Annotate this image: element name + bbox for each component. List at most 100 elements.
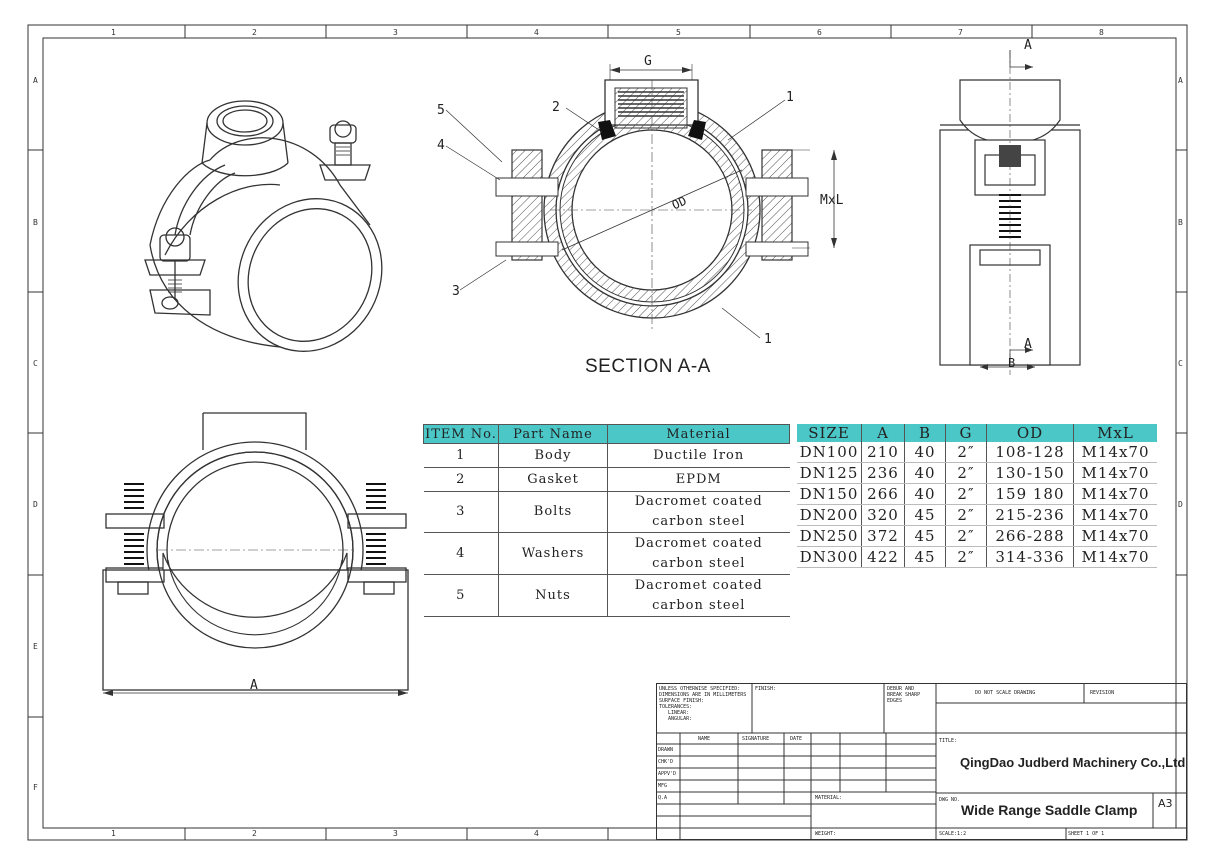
- b-cell: 40: [904, 462, 946, 484]
- zone-bottom-2: 2: [252, 829, 257, 838]
- callout-1-top: 1: [786, 90, 794, 105]
- zone-right-c: C: [1178, 359, 1183, 368]
- mxl-cell: M14x70: [1073, 546, 1157, 568]
- part-material: Dacromet coated carbon steel: [607, 574, 790, 617]
- mxl-cell: M14x70: [1073, 504, 1157, 526]
- size-cell: DN300: [797, 546, 862, 568]
- parts-header-material: Material: [607, 424, 790, 444]
- zone-top-7: 7: [958, 28, 963, 37]
- od-cell: 130-150: [986, 462, 1074, 484]
- part-name: Nuts: [498, 574, 608, 617]
- callout-2: 2: [552, 100, 560, 115]
- part-material: Ductile Iron: [607, 443, 790, 468]
- table-row: DN150 266 40 2″ 159 180 M14x70: [797, 483, 1157, 505]
- od-cell: 266-288: [986, 525, 1074, 547]
- section-a-marker-top: A: [1024, 38, 1032, 53]
- b-cell: 40: [904, 442, 946, 463]
- g-cell: 2″: [945, 462, 987, 484]
- size-header-mxl: MxL: [1073, 424, 1157, 442]
- section-title: SECTION A-A: [585, 356, 711, 377]
- scale-label: SCALE:1:2: [939, 831, 967, 837]
- zone-top-6: 6: [817, 28, 822, 37]
- part-name: Washers: [498, 532, 608, 575]
- company-name: QingDao Judberd Machinery Co.,Ltd: [960, 755, 1186, 770]
- od-cell: 215-236: [986, 504, 1074, 526]
- zone-top-4: 4: [534, 28, 539, 37]
- zone-top-2: 2: [252, 28, 257, 37]
- size-cell: DN150: [797, 483, 862, 505]
- item-number: 4: [423, 532, 499, 575]
- part-name: Body: [498, 443, 608, 468]
- size-header-b: B: [904, 424, 946, 442]
- material-line: Ductile Iron: [653, 447, 745, 463]
- material-line: Dacromet coated: [634, 494, 763, 509]
- size-cell: DN200: [797, 504, 862, 526]
- revision-label: REVISION: [1090, 690, 1115, 696]
- material-line: EPDM: [675, 471, 722, 487]
- zone-right-b: B: [1178, 218, 1183, 227]
- a-cell: 422: [861, 546, 905, 568]
- table-row: DN200 320 45 2″ 215-236 M14x70: [797, 504, 1157, 526]
- item-number: 2: [423, 467, 499, 492]
- item-number: 3: [423, 491, 499, 533]
- mxl-cell: M14x70: [1073, 483, 1157, 505]
- size-header-size: SIZE: [797, 424, 862, 442]
- od-cell: 159 180: [986, 483, 1074, 505]
- item-number: 1: [423, 443, 499, 468]
- b-cell: 45: [904, 546, 946, 568]
- do-not-scale-note: DO NOT SCALE DRAWING: [975, 690, 1036, 696]
- table-row: 2 Gasket EPDM: [423, 467, 790, 492]
- drawing-name: Wide Range Saddle Clamp: [961, 802, 1138, 818]
- mxl-dimension-fix: [831, 150, 837, 248]
- title-block-grid: [656, 683, 1187, 840]
- size-cell: DN125: [797, 462, 862, 484]
- zone-bottom-4: 4: [534, 829, 539, 838]
- parts-header-item: ITEM No.: [423, 424, 499, 444]
- tolerance-notes: UNLESS OTHERWISE SPECIFIED: DIMENSIONS A…: [659, 686, 747, 722]
- col-date-header: DATE: [790, 736, 803, 742]
- zone-left-a: A: [33, 76, 38, 85]
- item-number: 5: [423, 574, 499, 617]
- callout-4: 4: [437, 138, 445, 153]
- zone-left-e: E: [33, 642, 38, 651]
- table-row: DN100 210 40 2″ 108-128 M14x70: [797, 442, 1157, 463]
- sheet-label: SHEET 1 OF 1: [1068, 831, 1105, 837]
- b-cell: 45: [904, 504, 946, 526]
- b-dimension-label: B: [1008, 356, 1016, 370]
- b-cell: 45: [904, 525, 946, 547]
- row-drawn: DRAWN: [658, 747, 674, 753]
- zone-right-a: A: [1178, 76, 1183, 85]
- g-cell: 2″: [945, 504, 987, 526]
- material-line: carbon steel: [652, 597, 746, 613]
- part-material: EPDM: [607, 467, 790, 492]
- size-cell: DN100: [797, 442, 862, 463]
- od-cell: 108-128: [986, 442, 1074, 463]
- callout-3: 3: [452, 284, 460, 299]
- a-cell: 266: [861, 483, 905, 505]
- b-cell: 40: [904, 483, 946, 505]
- parts-table: ITEM No. Part Name Material 1 Body Ducti…: [423, 424, 790, 617]
- table-row: DN250 372 45 2″ 266-288 M14x70: [797, 525, 1157, 547]
- sheet-size: A3: [1158, 797, 1173, 810]
- material-line: Dacromet coated: [634, 577, 763, 593]
- part-name: Bolts: [498, 491, 608, 533]
- a-cell: 236: [861, 462, 905, 484]
- isometric-view: [144, 100, 383, 352]
- mxl-label: MxL: [820, 193, 844, 208]
- section-view: [445, 64, 810, 339]
- g-cell: 2″: [945, 483, 987, 505]
- table-row: 1 Body Ductile Iron: [423, 443, 790, 468]
- zone-top-8: 8: [1099, 28, 1104, 37]
- size-header-g: G: [945, 424, 987, 442]
- g-cell: 2″: [945, 442, 987, 463]
- callout-1-bottom: 1: [764, 332, 772, 347]
- front-view: [102, 412, 409, 696]
- g-cell: 2″: [945, 525, 987, 547]
- section-a-marker-bottom: A: [1024, 337, 1032, 352]
- row-qa: Q.A: [658, 795, 668, 801]
- size-table: SIZE A B G OD MxL DN100 210 40 2″ 108-12…: [797, 424, 1157, 568]
